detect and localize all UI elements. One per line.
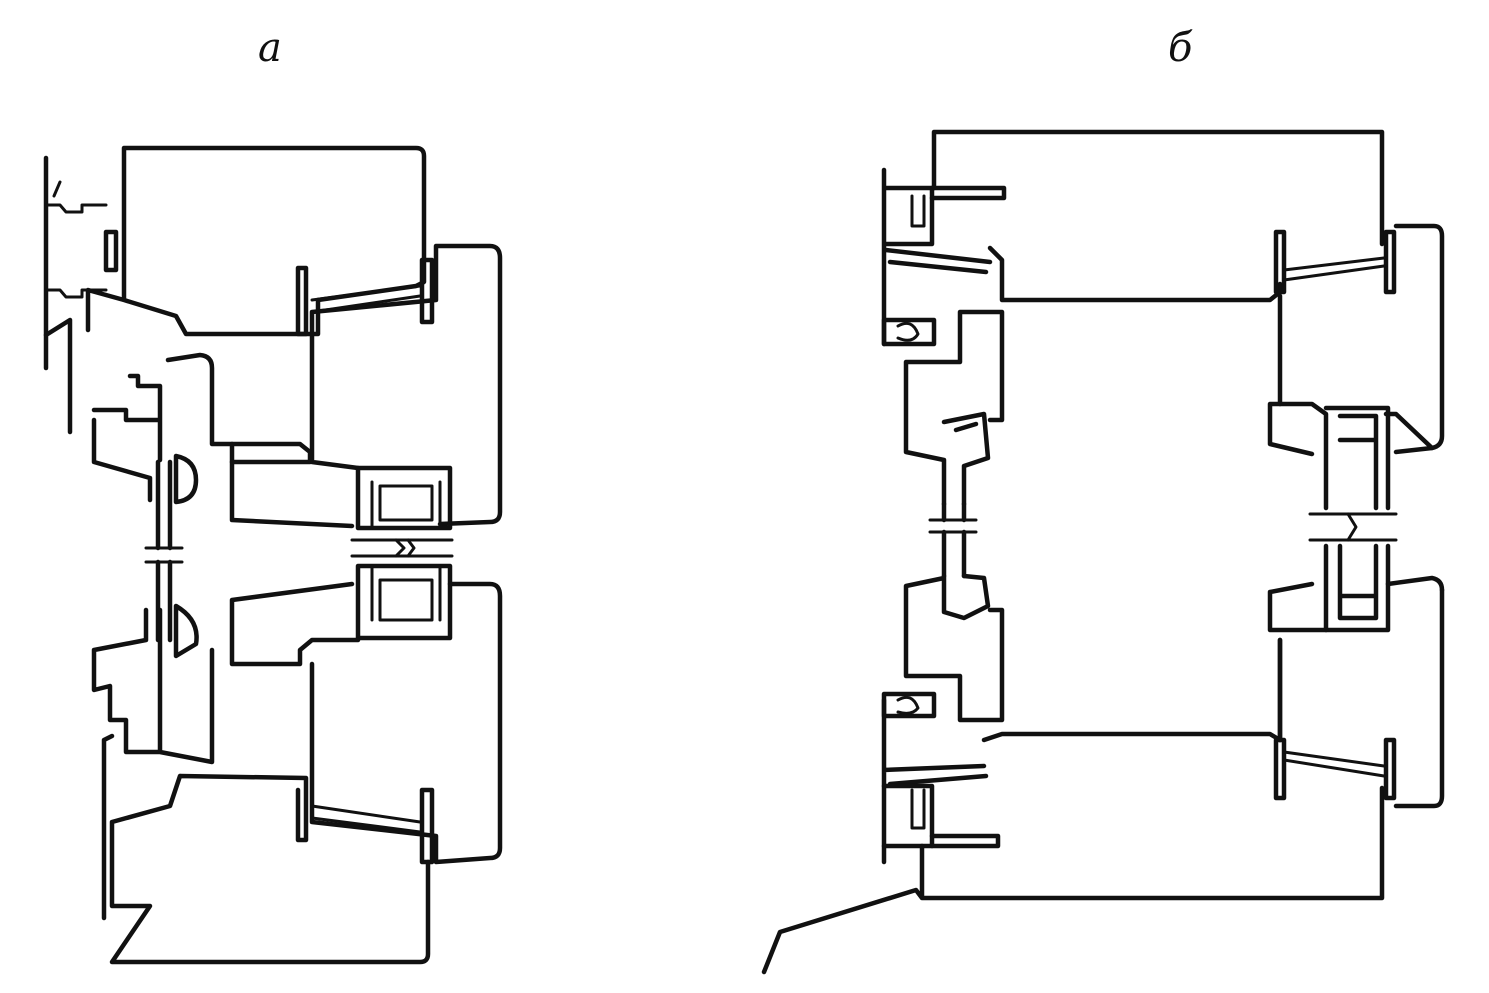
panel-a-top-strut [310,284,422,314]
panel-a-top-sash [165,352,355,529]
panel-a-label: а [258,25,282,71]
panel-a-bottom-strut [310,804,422,834]
panel-b-label: б [1168,25,1193,71]
panel-a-bottom-sill [101,733,115,921]
panel-a-top-glazing-bead [91,417,153,503]
panel-a-top-spacer [370,480,442,530]
panel-a-bottom-glass-unit [355,563,453,641]
panel-b-bottom-fin [929,833,1001,849]
panel-b-left-glass [941,501,967,579]
panel-a-bottom-gasket [173,603,199,659]
panel-b-bottom-gasket-ring [896,695,920,715]
panel-b-top-glass-unit [1323,405,1391,511]
panel-a-top-frame-stem [295,265,309,337]
panel-b-bottom-cover [1393,587,1445,809]
panel-a-anchor-top [44,180,108,214]
panel-b-bottom-sash [903,573,1005,723]
panel-b-top-brackets [1273,229,1397,295]
panel-a-glass-upper [155,459,173,551]
panel-b-top-slope [883,247,993,275]
panel-a-bottom-spacer [370,564,442,622]
panel-a-top-frame [85,145,427,337]
panel-b-bottom-frame [881,637,1283,865]
panel-a-glass-break [350,538,454,558]
panel-b-bottom-jamb [881,783,935,849]
panel-a-top-frame-lug [103,229,119,273]
panel-a-top-sash-inner [91,373,163,463]
panel-b-top-glazing [941,411,991,507]
panel-a-break-line [144,546,184,564]
panel-a-top-bracket [419,257,435,325]
panel-b-top-sash [903,309,1005,507]
panel-b-section [761,129,1445,975]
panel-a-bottom-sash-body [91,607,215,765]
panel-a-bottom-cover [309,581,503,865]
panel-b-top-strut [1282,256,1386,282]
panel-b-top-jamb [881,167,935,347]
panel-a-bottom-frame [109,773,431,965]
panel-a-top-glass-unit [355,465,453,531]
panel-b-top-gasket-ring [896,321,920,342]
panel-b-top-fin [929,185,1007,201]
panel-a-wall-bracket [43,317,73,435]
panel-b-left-break [928,518,978,534]
panel-b-right-break [1308,512,1398,542]
panel-a-top-sash-profile [229,441,313,465]
panel-b-bottom-glass-unit [1323,543,1391,633]
panel-b-top-clip [910,194,926,228]
panel-a-bottom-bracket [419,787,435,865]
panel-b-top-gasket [881,317,937,347]
panel-a-section [43,145,503,965]
panel-b-bottom-sash-right [1267,575,1445,633]
panel-a-bottom-sash [229,581,361,667]
panel-b-top-cover [1393,223,1445,455]
panel-b-bottom-strut [1282,750,1386,778]
panel-b-bottom-clip [910,788,926,830]
panel-b-bottom-base [761,785,1385,975]
panel-b-top-sash-right [1267,401,1435,511]
panel-a-top-gasket [173,453,199,505]
